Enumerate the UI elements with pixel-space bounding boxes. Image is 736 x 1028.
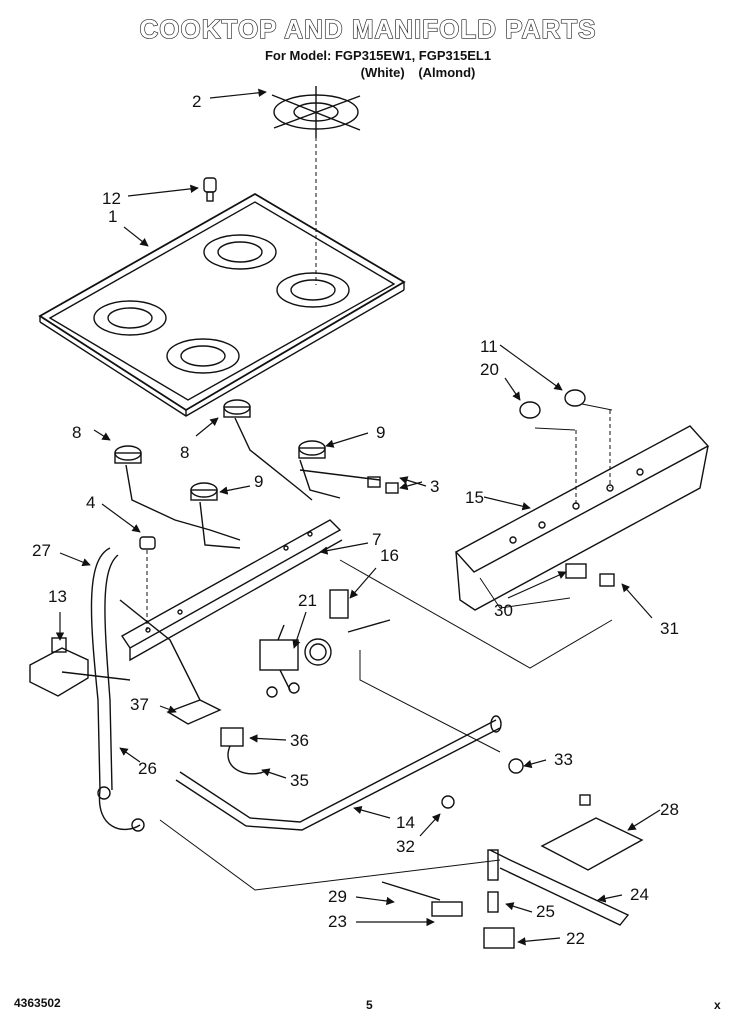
- callout-7: 7: [372, 530, 381, 549]
- callout-28: 28: [660, 800, 679, 819]
- cooktop-panel: [38, 192, 406, 417]
- callout-22: 22: [566, 929, 585, 948]
- control-knobs: [519, 389, 586, 419]
- page-title: COOKTOP AND MANIFOLD PARTS: [139, 13, 597, 44]
- callout-8a: 8: [72, 423, 81, 442]
- panel-clips: [565, 563, 615, 587]
- small-brackets: [166, 699, 269, 775]
- color-variant-white: (White): [360, 65, 405, 80]
- callout-24: 24: [630, 885, 649, 904]
- callout-3: 3: [430, 477, 439, 496]
- callout-27: 27: [32, 541, 51, 560]
- manifold-pipe: [175, 715, 502, 831]
- callout-8b: 8: [180, 443, 189, 462]
- callout-12: 12: [102, 189, 121, 208]
- callout-21: 21: [298, 591, 317, 610]
- color-variants: (White) (Almond): [100, 65, 736, 80]
- control-panel: [454, 410, 710, 611]
- callout-labels: 1 2 12 8 8 9 9 3 4 27 7 16 21 13 11 20 1…: [32, 92, 679, 948]
- burner-grate: [271, 86, 361, 285]
- reference-lines: [159, 403, 613, 891]
- callout-1: 1: [108, 207, 117, 226]
- gas-valve: [259, 589, 391, 691]
- igniter-assembly: [381, 794, 644, 949]
- callout-37: 37: [130, 695, 149, 714]
- callout-15: 15: [465, 488, 484, 507]
- doc-number: 4363502: [14, 996, 61, 1010]
- burner-assemblies: [114, 399, 399, 549]
- callout-32: 32: [396, 837, 415, 856]
- callout-16: 16: [380, 546, 399, 565]
- callout-9a: 9: [376, 423, 385, 442]
- callout-26: 26: [138, 759, 157, 778]
- callout-9b: 9: [254, 472, 263, 491]
- color-variant-almond: (Almond): [418, 65, 476, 80]
- callout-4: 4: [86, 493, 95, 512]
- callout-33: 33: [554, 750, 573, 769]
- callout-25: 25: [536, 902, 555, 921]
- callout-35: 35: [290, 771, 309, 790]
- callout-13: 13: [48, 587, 67, 606]
- callout-36: 36: [290, 731, 309, 750]
- pressure-regulator: [29, 637, 131, 697]
- diagram-header: COOKTOP AND MANIFOLD PARTS For Model: FG…: [0, 13, 736, 80]
- gas-tubing: [90, 547, 201, 832]
- model-line: For Model: FGP315EW1, FGP315EL1: [264, 48, 492, 63]
- cooktop-screw: [203, 177, 217, 202]
- footer-mark: x: [714, 998, 721, 1012]
- callout-30: 30: [494, 601, 513, 620]
- page-number: 5: [366, 998, 373, 1012]
- callout-29: 29: [328, 887, 347, 906]
- manifold-bracket: [120, 519, 343, 662]
- leader-lines: [55, 88, 661, 946]
- callout-2: 2: [192, 92, 201, 111]
- callout-14: 14: [396, 813, 415, 832]
- orifice-hood: [139, 536, 156, 630]
- callout-31: 31: [660, 619, 679, 638]
- callout-20: 20: [480, 360, 499, 379]
- fasteners: [266, 682, 524, 809]
- callout-23: 23: [328, 912, 347, 931]
- callout-11: 11: [480, 337, 498, 356]
